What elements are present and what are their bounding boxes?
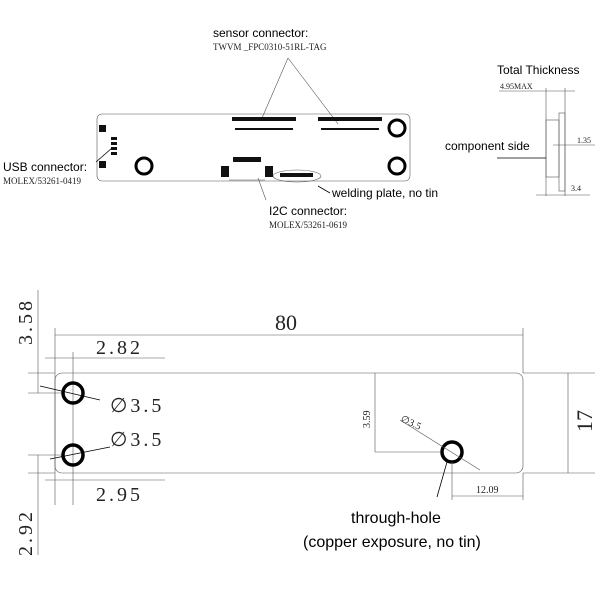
- board-outline: [54, 372, 524, 474]
- usb-connector-label: USB connector:: [3, 160, 87, 174]
- welding-plate-outline: [272, 169, 322, 183]
- through-hole-label: through-hole: [351, 510, 441, 527]
- top-board-outline: [96, 113, 411, 182]
- board-profile: [558, 112, 566, 192]
- mounting-hole-icon: [387, 118, 407, 138]
- hole-diameter-1: ∅3.5: [110, 395, 164, 417]
- usb-connector-part: MOLEX/53261-0419: [3, 176, 81, 186]
- mounting-hole-icon: [387, 156, 407, 176]
- sensor-connector-2: [318, 117, 382, 130]
- width-dimension: 17: [572, 410, 597, 432]
- through-hole-note: (copper exposure, no tin): [303, 534, 481, 551]
- total-thickness-value: 4.95MAX: [500, 82, 533, 91]
- board-thickness-value: 1.35: [577, 136, 591, 145]
- total-thickness-title: Total Thickness: [497, 63, 579, 77]
- through-hole-diameter: ∅3.5: [399, 414, 423, 433]
- length-dimension: 80: [275, 310, 297, 335]
- mounting-hole-icon: [61, 381, 85, 405]
- component-height-value: 3.4: [571, 184, 581, 193]
- hole2-x-dimension: 2.95: [96, 484, 143, 506]
- sensor-connector-label: sensor connector:: [213, 26, 308, 40]
- sensor-connector-part: TWVM _FPC0310-51RL-TAG: [213, 42, 327, 52]
- dimension-view: 80 2.82 3.58 ∅3.5 ∅3.5 2.95 2.92 17 ∅3.5…: [15, 290, 597, 556]
- through-hole-icon: [440, 440, 464, 464]
- i2c-connector-label: I2C connector:: [269, 204, 347, 218]
- mounting-hole-icon: [61, 443, 85, 467]
- side-view: Total Thickness 4.95MAX 1.35 component s…: [445, 63, 595, 196]
- component-profile: [545, 119, 560, 178]
- i2c-connector-footprint: [221, 157, 273, 181]
- hole1-y-dimension: 3.58: [15, 298, 37, 345]
- usb-connector-footprint: [99, 125, 117, 168]
- through-hole-x-dimension: 12.09: [476, 485, 499, 496]
- hole1-x-dimension: 2.82: [96, 337, 143, 359]
- mounting-hole-icon: [134, 156, 154, 176]
- hole2-y-dimension: 2.92: [15, 509, 37, 556]
- top-view: sensor connector: TWVM _FPC0310-51RL-TAG: [3, 26, 438, 230]
- component-side-label: component side: [445, 139, 530, 153]
- welding-plate-label: welding plate, no tin: [331, 186, 438, 200]
- i2c-connector-part: MOLEX/53261-0619: [269, 220, 347, 230]
- sensor-connector-1: [232, 117, 296, 130]
- through-hole-y-dimension: 3.59: [362, 411, 373, 429]
- hole-diameter-2: ∅3.5: [110, 429, 164, 451]
